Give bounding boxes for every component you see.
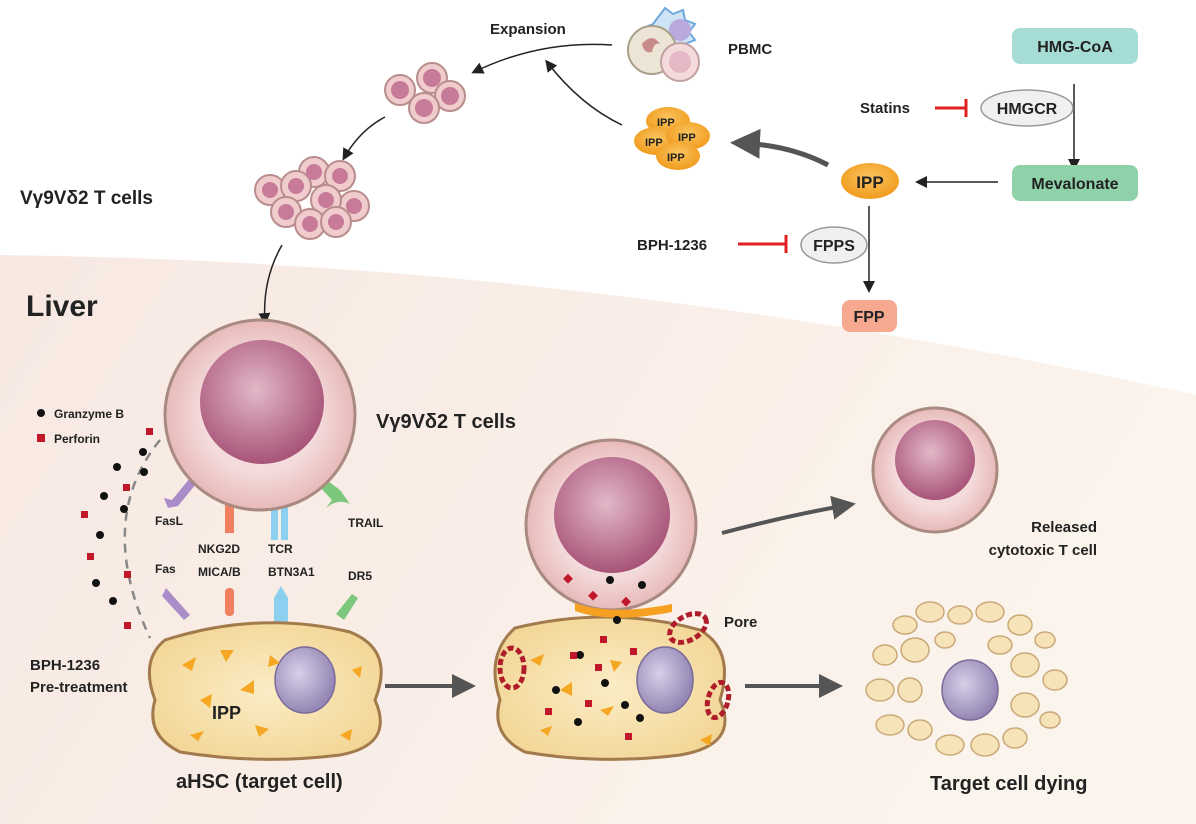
- pore-label: Pore: [724, 614, 757, 631]
- pretreatment-label-2: Pre-treatment: [30, 679, 128, 696]
- ipp-cluster-label: IPP: [667, 152, 685, 164]
- trail-receptor-icon: [318, 478, 350, 508]
- perforin-legend-label: Perforin: [54, 432, 100, 446]
- bph-inhibit-icon: [738, 235, 788, 253]
- expansion-label: Expansion: [490, 21, 566, 38]
- pretreatment-label-1: BPH-1236: [30, 657, 100, 674]
- hmgcr-label: HMGCR: [997, 101, 1058, 118]
- tcell-main: [163, 318, 357, 512]
- bph-label: BPH-1236: [637, 237, 707, 254]
- ipp-cluster-icon: IPP IPP IPP IPP: [634, 107, 710, 170]
- ipp-node: [841, 163, 899, 199]
- ipp-node-label: IPP: [856, 173, 883, 192]
- secretion-path: [123, 439, 161, 639]
- expanding-arrow: [342, 116, 386, 161]
- granzyme-legend-label: Granzyme B: [54, 407, 124, 421]
- released-tcell: [871, 406, 999, 534]
- ipp-to-pbmc-arrow: [545, 59, 623, 126]
- ahsc-label: aHSC (target cell): [176, 771, 343, 793]
- liver-label: Liver: [26, 290, 98, 323]
- to-liver-arrow: [258, 244, 283, 325]
- btn3a1-label: BTN3A1: [268, 565, 315, 579]
- hmgcoa-box: [1012, 28, 1138, 64]
- perforin-squares: [81, 428, 153, 629]
- fpps-ellipse: [800, 226, 868, 264]
- fpp-label: FPP: [853, 309, 884, 326]
- mevalonate-label: Mevalonate: [1031, 176, 1118, 193]
- dr5-receptor-icon: [336, 594, 358, 620]
- tcell-cluster-icon: [254, 156, 370, 240]
- fas-label: Fas: [155, 562, 176, 576]
- ipp-cluster-label: IPP: [678, 132, 696, 144]
- tcells-top-label: Vγ9Vδ2 T cells: [20, 188, 153, 209]
- expanding-cells-icon: [384, 62, 466, 124]
- micab-label: MICA/B: [198, 565, 241, 579]
- ahsc-target-cell: [147, 621, 383, 761]
- tcells-main-label: Vγ9Vδ2 T cells: [376, 411, 516, 433]
- synapse-perforin-squares: [545, 573, 637, 740]
- fasl-receptor-icon: [164, 478, 196, 508]
- ipp-cluster-label: IPP: [645, 137, 663, 149]
- fasl-label: FasL: [155, 514, 183, 528]
- released-label-1: Released: [1031, 519, 1097, 536]
- nkg2d-receptor-icon: [225, 505, 234, 533]
- hmgcr-ellipse: [980, 89, 1074, 127]
- statins-inhibit-icon: [935, 99, 968, 117]
- immune-synapse: [575, 603, 672, 618]
- dying-label: Target cell dying: [930, 773, 1087, 795]
- release-arrow: [721, 495, 856, 535]
- pbmc-label: PBMC: [728, 41, 772, 58]
- pore-icons: [497, 611, 732, 721]
- ipp-cluster-label: IPP: [657, 117, 675, 129]
- synapse-target-cell: [493, 615, 727, 761]
- dr5-label: DR5: [348, 569, 372, 583]
- synapse-tcell: [524, 438, 698, 612]
- fas-receptor-icon: [162, 588, 190, 620]
- mevalonate-box: [1012, 165, 1138, 201]
- fpp-box: [842, 300, 897, 332]
- perforin-legend-square: [37, 434, 45, 442]
- granzyme-dots: [92, 448, 148, 605]
- tcr-label: TCR: [268, 542, 293, 556]
- granzyme-legend-dot: [37, 409, 45, 417]
- nkg2d-label: NKG2D: [198, 542, 240, 556]
- pbmc-icon: [627, 6, 700, 82]
- expansion-arrow: [471, 43, 613, 74]
- synapse-granzyme-dots: [552, 576, 646, 726]
- trail-label: TRAIL: [348, 516, 383, 530]
- dying-target-cell: [865, 601, 1068, 757]
- fpps-label: FPPS: [813, 238, 855, 255]
- hmgcoa-label: HMG-CoA: [1037, 39, 1113, 56]
- released-label-2: cytotoxic T cell: [989, 542, 1097, 559]
- ipp-export-arrow: [730, 128, 830, 168]
- ipp-cell-label: IPP: [212, 703, 241, 723]
- micab-receptor-icon: [225, 588, 234, 616]
- tcr-receptor-icon: [271, 505, 288, 540]
- statins-label: Statins: [860, 100, 910, 117]
